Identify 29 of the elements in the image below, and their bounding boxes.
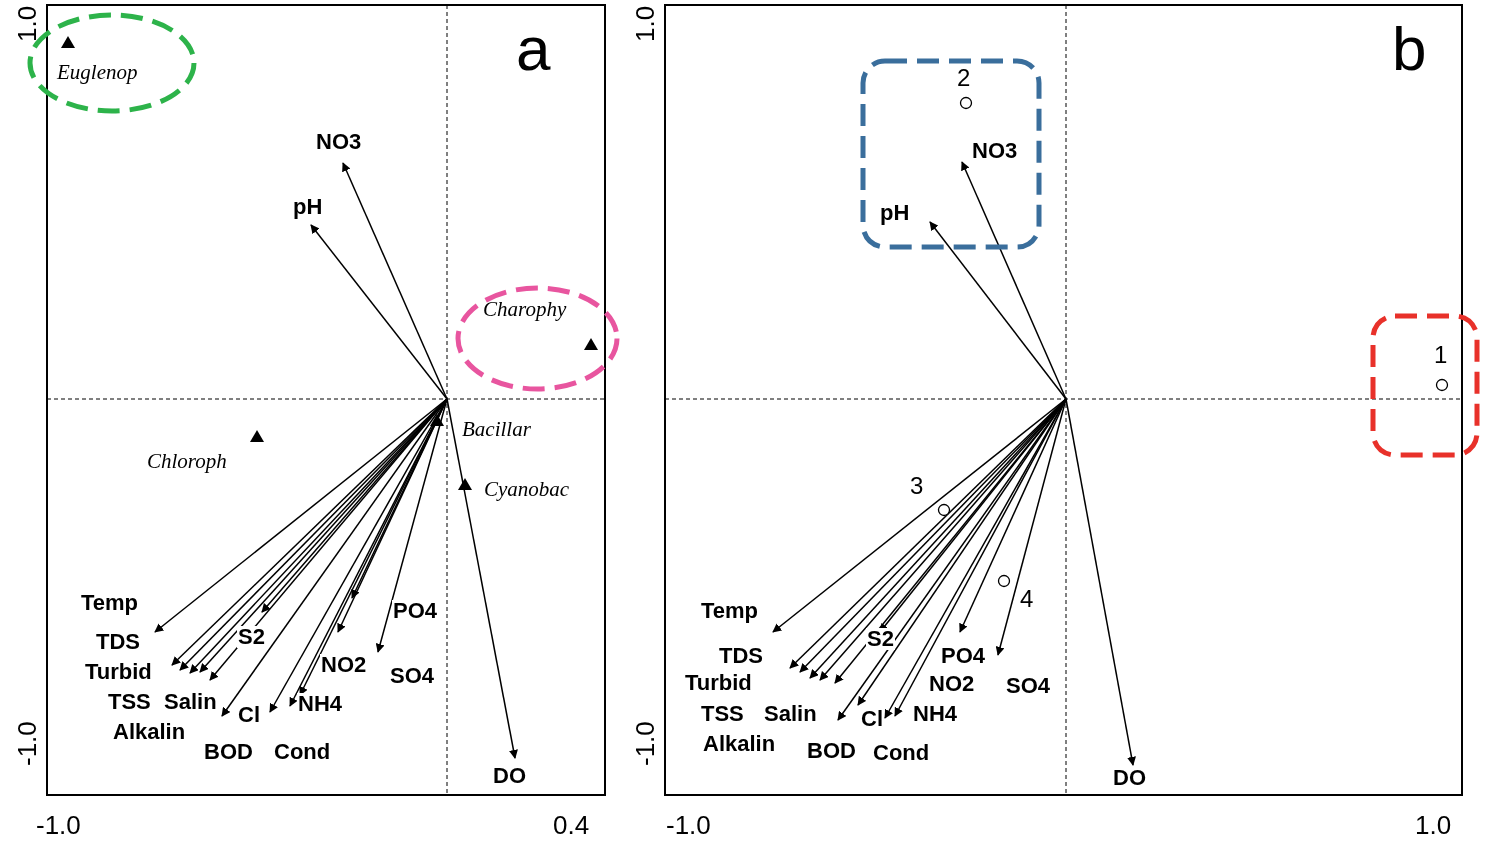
taxon-label: Bacillar xyxy=(462,419,531,440)
tick-label: -1.0 xyxy=(36,812,81,838)
variable-label: pH xyxy=(880,202,910,224)
taxon-label: Chloroph xyxy=(147,451,227,472)
tick-label: 1.0 xyxy=(632,5,658,42)
variable-label: Temp xyxy=(700,600,760,622)
panel-letter: a xyxy=(516,18,551,80)
taxon-label: Charophy xyxy=(483,299,567,320)
tick-label: -1.0 xyxy=(666,812,711,838)
variable-label: S2 xyxy=(866,628,895,650)
panel-letter: b xyxy=(1392,18,1427,80)
tick-label: 0.4 xyxy=(553,812,590,838)
tick-label: -1.0 xyxy=(632,721,658,766)
taxon-label: Cyanobac xyxy=(484,479,570,500)
tick-label: 1.0 xyxy=(14,5,40,42)
variable-label: S2 xyxy=(237,626,266,648)
site-number: 3 xyxy=(910,474,924,498)
tick-label: -1.0 xyxy=(14,721,40,766)
tick-label: 1.0 xyxy=(1415,812,1452,838)
site-number: 2 xyxy=(957,66,971,90)
variable-label: pH xyxy=(292,196,324,218)
dashed-ellipse xyxy=(455,285,620,392)
variable-label: Temp xyxy=(80,592,140,614)
variable-label: NO3 xyxy=(972,140,1018,162)
dashed-box xyxy=(860,58,1042,250)
dashed-box xyxy=(1370,313,1480,458)
site-number: 1 xyxy=(1434,343,1448,367)
site-number: 4 xyxy=(1020,587,1034,611)
taxon-label: Euglenop xyxy=(57,62,138,83)
